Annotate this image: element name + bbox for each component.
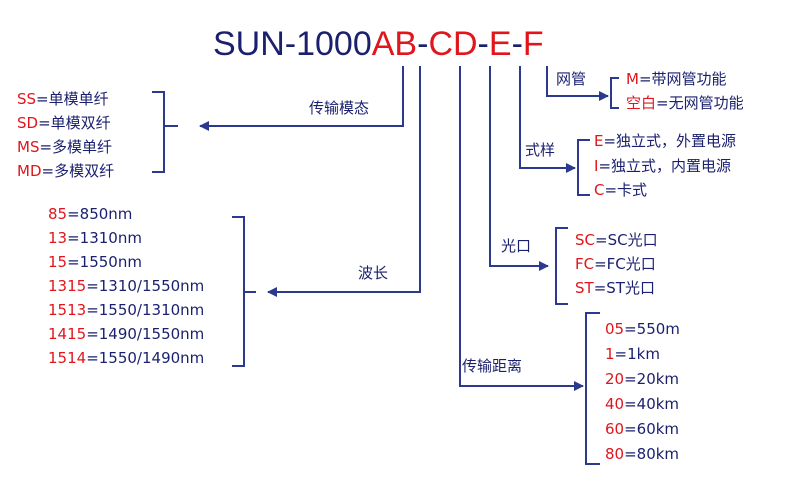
style-label: 式样 xyxy=(525,141,556,159)
wavelength-brace xyxy=(232,216,256,367)
list-item: 1415=1490/1550nm xyxy=(48,325,205,343)
code-part-ab: AB xyxy=(371,25,418,63)
list-item: I=独立式，内置电源 xyxy=(594,157,732,175)
list-item: 40=40km xyxy=(605,395,680,413)
code-dash: - xyxy=(417,25,429,63)
list-item: MD=多模双纤 xyxy=(17,162,115,180)
list-item: 13=1310nm xyxy=(48,229,142,247)
port-connector xyxy=(489,66,549,271)
list-item: 1=1km xyxy=(605,345,660,363)
wavelength-connector xyxy=(267,66,421,297)
nms-label: 网管 xyxy=(556,70,587,88)
code-dash: - xyxy=(477,25,489,63)
list-item: C=卡式 xyxy=(594,181,648,199)
list-item: E=独立式，外置电源 xyxy=(594,132,737,150)
nms-brace xyxy=(610,77,619,109)
list-item: 80=80km xyxy=(605,445,680,463)
list-item: 1514=1550/1490nm xyxy=(48,349,205,367)
style-connector xyxy=(519,66,576,173)
mode-label: 传输模态 xyxy=(309,99,370,117)
mode-brace xyxy=(152,91,178,173)
list-item: SS=单模单纤 xyxy=(17,90,109,108)
list-item: 空白=无网管功能 xyxy=(626,94,744,112)
list-item: MS=多模单纤 xyxy=(17,138,113,156)
list-item: 85=850nm xyxy=(48,205,133,223)
code-prefix: SUN-1000 xyxy=(213,25,372,63)
list-item: FC=FC光口 xyxy=(575,255,656,273)
list-item: SD=单模双纤 xyxy=(17,114,111,132)
list-item: SC=SC光口 xyxy=(575,231,658,249)
list-item: 60=60km xyxy=(605,420,680,438)
list-item: 20=20km xyxy=(605,370,680,388)
code-part-e: E xyxy=(488,25,512,63)
code-part-f: F xyxy=(522,25,544,63)
wavelength-label: 波长 xyxy=(358,264,389,282)
port-label: 光口 xyxy=(501,237,532,255)
code-part-cd: CD xyxy=(428,25,478,63)
code-dash: - xyxy=(511,25,523,63)
list-item: 1315=1310/1550nm xyxy=(48,277,205,295)
list-item: ST=ST光口 xyxy=(575,279,655,297)
model-code-title: SUN-1000AB-CD-E-F xyxy=(213,22,544,66)
nms-connector xyxy=(546,66,609,101)
distance-brace xyxy=(585,312,600,465)
list-item: M=带网管功能 xyxy=(626,70,727,88)
port-brace xyxy=(555,227,568,305)
distance-label: 传输距离 xyxy=(462,357,523,375)
list-item: 05=550m xyxy=(605,320,680,338)
list-item: 1513=1550/1310nm xyxy=(48,301,205,319)
list-item: 15=1550nm xyxy=(48,253,142,271)
mode-connector xyxy=(199,66,404,131)
style-brace xyxy=(577,139,590,196)
distance-connector xyxy=(459,66,584,391)
